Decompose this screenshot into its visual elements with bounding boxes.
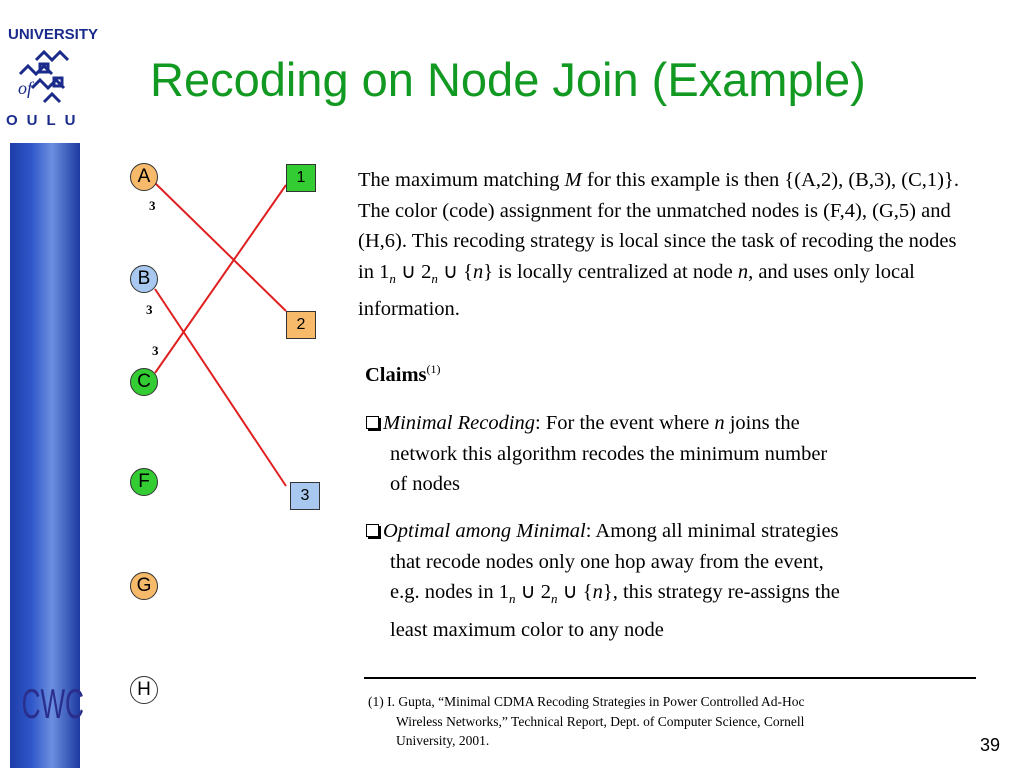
checkbox-bullet-icon <box>366 524 379 537</box>
node-b: B <box>130 265 158 293</box>
footnote: (1) I. Gupta, “Minimal CDMA Recoding Str… <box>368 694 805 748</box>
node-f: F <box>130 468 158 496</box>
sidebar: UNIVERSITY of OULU CWC <box>0 0 99 768</box>
claim-optimal-among-minimal: Optimal among Minimal: Among all minimal… <box>366 516 976 645</box>
logo-university-text: UNIVERSITY <box>8 26 99 43</box>
svg-text:of: of <box>18 78 35 98</box>
logo-oulu-text: OULU <box>6 112 85 129</box>
university-logo-icon: of <box>18 49 70 104</box>
edge-weight-a: 3 <box>149 198 156 213</box>
code-3: 3 <box>290 482 320 510</box>
page-number: 39 <box>980 735 1001 755</box>
sidebar-bar <box>10 143 80 768</box>
node-c: C <box>130 368 158 396</box>
claim-minimal-recoding: Minimal Recoding: For the event where n … <box>366 408 976 500</box>
node-a: A <box>130 163 158 191</box>
claims-heading: Claims(1) <box>365 362 441 386</box>
edge-b-3 <box>154 288 287 487</box>
checkbox-bullet-icon <box>366 416 379 429</box>
edge-weight-b: 3 <box>146 302 153 317</box>
footnote-divider <box>364 677 976 679</box>
edge-c-1 <box>154 184 287 374</box>
edge-a-2 <box>154 182 287 312</box>
edge-weight-c: 3 <box>152 343 159 358</box>
matching-paragraph: The maximum matching M for this example … <box>358 169 959 321</box>
code-2: 2 <box>286 311 316 339</box>
code-1: 1 <box>286 164 316 192</box>
node-h: H <box>130 676 158 704</box>
node-g: G <box>130 572 158 600</box>
slide-title: Recoding on Node Join (Example) <box>150 53 866 106</box>
